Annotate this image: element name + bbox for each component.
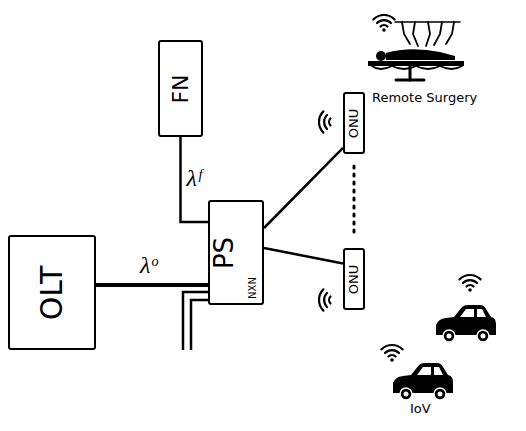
node-title: PS: [211, 236, 237, 268]
wavelength-label: λᵒ: [140, 253, 157, 277]
node-title: ONU: [348, 264, 361, 293]
fiber-link: [96, 283, 208, 287]
wifi-symbol: [381, 345, 402, 362]
unused-port-line: [191, 300, 208, 350]
fog-node-box: FN: [158, 40, 203, 137]
surgery-illustration: [368, 22, 464, 80]
splitter-box: PS NXN: [208, 200, 264, 305]
application-label: Remote Surgery: [372, 91, 477, 104]
onu-box: ONU: [343, 92, 365, 154]
ellipsis-dots: [353, 166, 356, 238]
fiber-link: [264, 248, 343, 264]
node-subtitle: NXN: [248, 277, 258, 299]
wifi-symbol: [373, 15, 394, 32]
car-icon: [393, 363, 453, 400]
application-label: IoV: [410, 402, 431, 415]
olt-box: OLT: [8, 235, 96, 350]
wifi-symbol: [319, 111, 330, 132]
fiber-link: [181, 137, 209, 222]
wifi-symbol: [319, 289, 330, 310]
node-title: ONU: [348, 108, 361, 137]
node-title: FN: [170, 74, 192, 103]
unused-port-line: [183, 292, 208, 350]
car-icon: [436, 305, 496, 342]
onu-box: ONU: [343, 248, 365, 310]
wifi-symbol: [459, 275, 480, 292]
fiber-link: [264, 148, 343, 228]
wavelength-label: λᶠ: [187, 166, 202, 190]
node-title: OLT: [37, 265, 67, 320]
